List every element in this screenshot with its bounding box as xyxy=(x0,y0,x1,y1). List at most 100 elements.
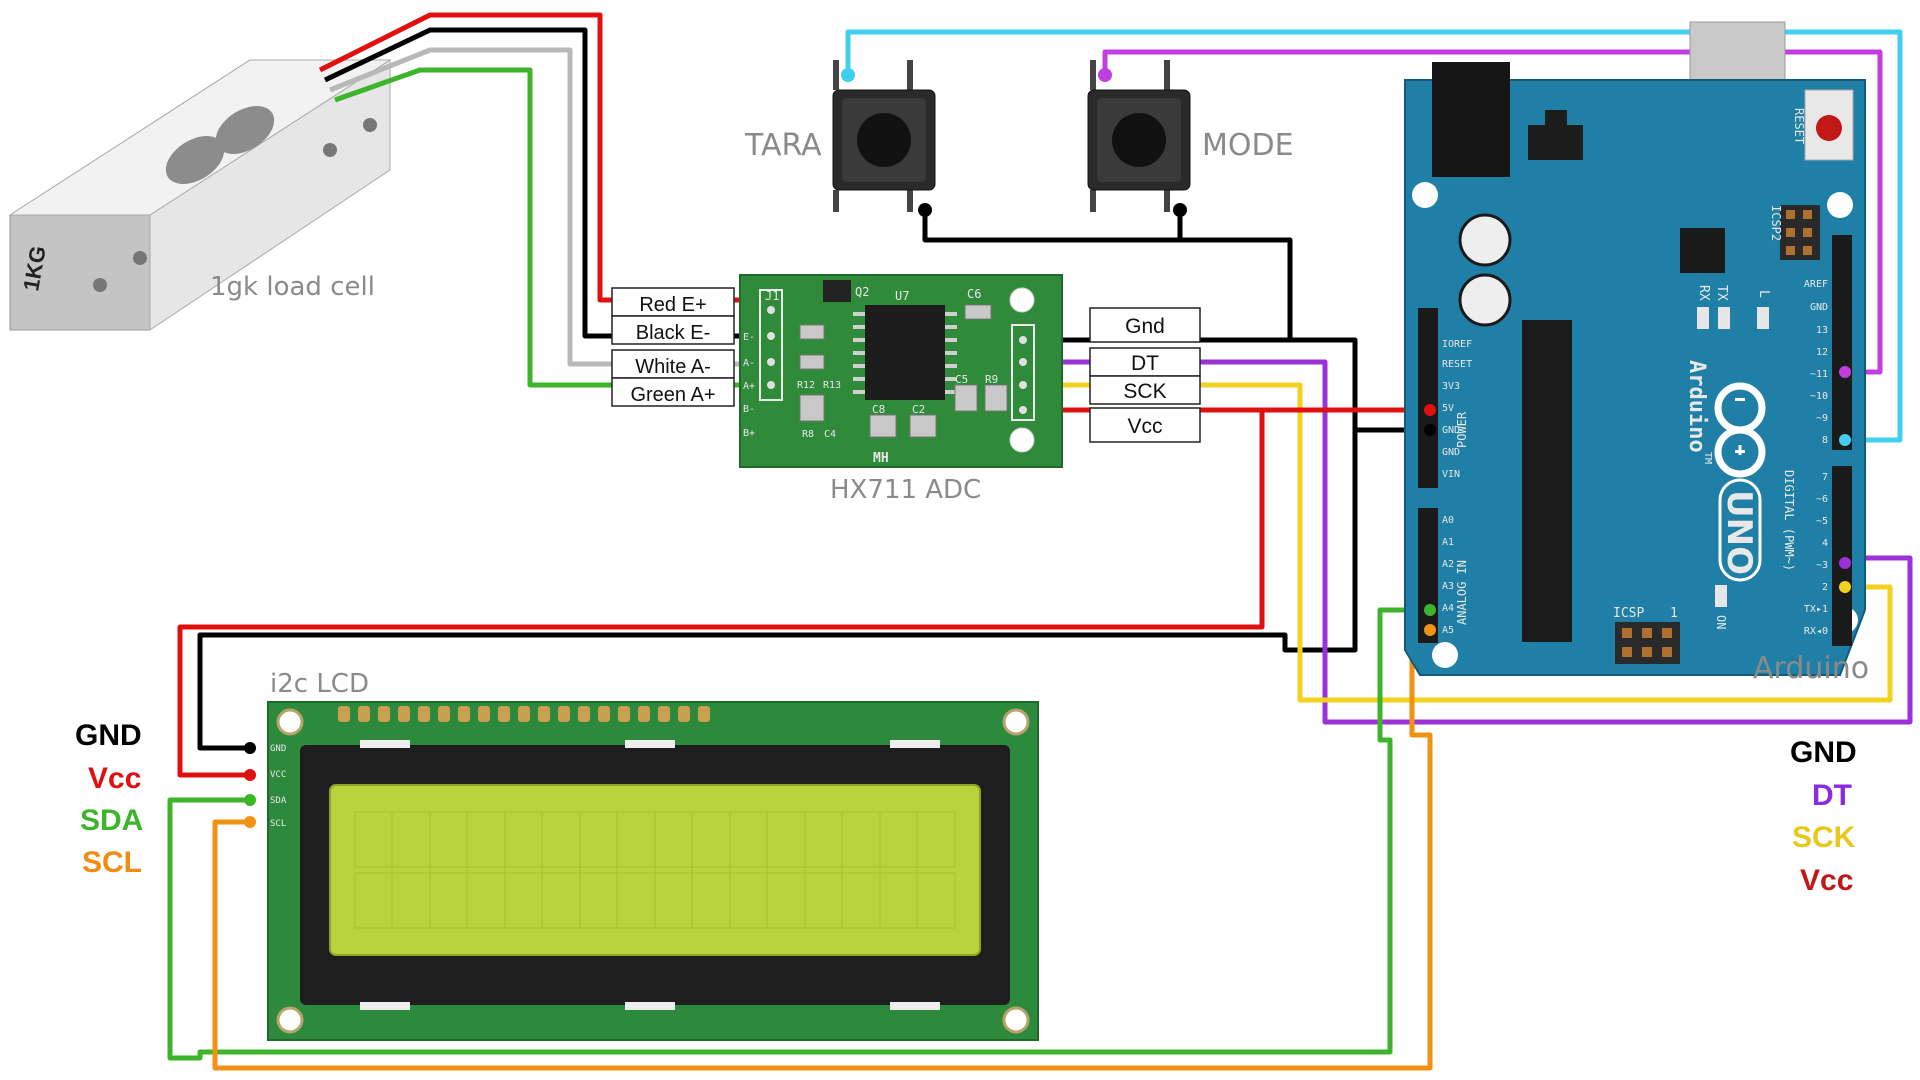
hx711-output-vcc: Vcc xyxy=(1127,415,1162,438)
hx711-silk-c8: C8 xyxy=(872,403,885,416)
pin-a1: A1 xyxy=(1442,537,1454,548)
pin-reset: RESET xyxy=(1442,359,1472,370)
hx711-output-labels: Gnd DT SCK Vcc xyxy=(1089,307,1201,443)
hx711-silk-j1: J1 xyxy=(765,289,779,303)
pin-gnd-d: GND xyxy=(1810,302,1828,313)
arduino-legend: GND DT SCK Vcc xyxy=(1790,736,1857,897)
hx711-silk-r9: R9 xyxy=(985,373,998,386)
arduino-board: RESET ICSP2 ICSP 1 TX RX L ON xyxy=(1404,21,1869,686)
arduino-logo xyxy=(1714,382,1766,478)
tara-label: TARA xyxy=(744,128,822,163)
pin-13: 13 xyxy=(1816,325,1828,336)
hx711-silk-c2: C2 xyxy=(912,403,925,416)
hx711-silk-u7: U7 xyxy=(895,289,909,303)
lcd-legend-gnd: GND xyxy=(75,719,142,752)
lcd-pin-vcc: VCC xyxy=(270,770,286,780)
lcd-pin-gnd: GND xyxy=(270,744,286,754)
hx711-board: J1 U7 Q2 C6 C5 R9 C8 C2 R12 R13 R8 C4 E-… xyxy=(739,274,1063,505)
load-cell: 1KG 1gk load cell xyxy=(8,59,392,331)
hx711-silk-r8: R8 xyxy=(802,429,814,440)
hx711-input-labels: Red E+ Black E- White A- Green A+ xyxy=(611,287,735,407)
hx711-silk-c6: C6 xyxy=(967,287,981,301)
arduino-icsp2-label: ICSP2 xyxy=(1769,205,1783,241)
hx711-silk-b-plus: B+ xyxy=(743,428,755,439)
hx711-input-black: Black E- xyxy=(636,322,710,344)
wires xyxy=(167,12,1913,1071)
hx711-input-white: White A- xyxy=(635,356,711,378)
lcd-legend-scl: SCL xyxy=(82,846,142,879)
pin-0: RX◂0 xyxy=(1804,626,1828,637)
arduino-analog-label: ANALOG IN xyxy=(1455,560,1469,625)
hx711-silk-a-minus: A- xyxy=(743,358,755,369)
lcd-label: i2c LCD xyxy=(270,669,369,699)
hx711-output-sck: SCK xyxy=(1123,380,1166,403)
lcd-legend-sda: SDA xyxy=(80,804,143,837)
lcd-module: GND VCC SDA SCL i2c LCD xyxy=(244,669,1039,1041)
wire-purple-dt xyxy=(1020,359,1913,725)
hx711-input-red: Red E+ xyxy=(639,294,706,316)
hx711-silk-r13: R13 xyxy=(823,380,841,391)
lcd-legend-vcc: Vcc xyxy=(88,762,141,795)
arduino-tx-label: TX xyxy=(1714,285,1729,301)
pin-5: ~5 xyxy=(1816,516,1828,527)
wire-red-vcc-lcd xyxy=(177,410,1265,778)
wire-black-gnd-lcd xyxy=(197,632,1040,751)
wire-green-signal xyxy=(334,67,770,388)
pin-a4: A4 xyxy=(1442,603,1454,614)
arduino-tm: TM xyxy=(1702,452,1713,464)
pin-12: 12 xyxy=(1816,347,1828,358)
arduino-icsp-num: 1 xyxy=(1670,606,1678,621)
pin-1: TX▸1 xyxy=(1804,604,1828,615)
hx711-silk-b-minus: B- xyxy=(743,404,755,415)
arduino-l-label: L xyxy=(1756,290,1771,298)
hx711-output-gnd: Gnd xyxy=(1125,315,1165,338)
mode-button[interactable] xyxy=(1087,60,1191,217)
pin-aref: AREF xyxy=(1804,279,1828,290)
lcd-pin-scl: SCL xyxy=(270,819,286,829)
hx711-silk-q2: Q2 xyxy=(855,285,869,299)
pin-a2: A2 xyxy=(1442,559,1454,570)
pin-5v: 5V xyxy=(1442,403,1454,414)
arduino-icsp-label: ICSP xyxy=(1613,606,1644,621)
pin-vin: VIN xyxy=(1442,469,1460,480)
arduino-uno-label: UNO xyxy=(1719,490,1759,575)
lcd-legend: GND Vcc SDA SCL xyxy=(75,719,143,879)
arduino-label: Arduino xyxy=(1753,651,1869,686)
arduino-digital-label: DIGITAL (PWM~) xyxy=(1782,470,1796,571)
pin-3v3: 3V3 xyxy=(1442,381,1460,392)
wire-cyan-tara xyxy=(845,29,1903,443)
arduino-legend-gnd: GND xyxy=(1790,736,1857,769)
lcd-header-pins xyxy=(338,706,710,722)
hx711-silk-c5: C5 xyxy=(955,373,968,386)
hx711-output-dt: DT xyxy=(1131,352,1159,375)
pin-9: ~9 xyxy=(1816,413,1828,424)
load-cell-label: 1gk load cell xyxy=(210,272,375,302)
wire-black-gnd xyxy=(1020,337,1358,653)
lcd-pin-sda: SDA xyxy=(270,796,287,806)
hx711-label: HX711 ADC xyxy=(830,475,981,505)
tara-button[interactable] xyxy=(832,60,936,217)
arduino-power-label: POWER xyxy=(1455,411,1469,448)
arduino-rx-label: RX xyxy=(1696,285,1711,301)
wire-black-buttons xyxy=(922,210,1293,340)
pin-gnd-1: GND xyxy=(1442,425,1460,436)
pin-4: 4 xyxy=(1822,538,1828,549)
lcd-character-grid xyxy=(354,811,956,929)
mode-label: MODE xyxy=(1202,128,1294,163)
pin-a5: A5 xyxy=(1442,625,1454,636)
arduino-legend-vcc: Vcc xyxy=(1800,864,1853,897)
pin-8: 8 xyxy=(1822,435,1828,446)
pin-a3: A3 xyxy=(1442,581,1454,592)
hx711-silk-a-plus: A+ xyxy=(743,381,755,392)
arduino-legend-sck: SCK xyxy=(1792,821,1856,854)
arduino-reset-label: RESET xyxy=(1792,108,1806,144)
arduino-legend-dt: DT xyxy=(1812,779,1852,812)
pin-gnd-2: GND xyxy=(1442,447,1460,458)
hx711-silk-c4: C4 xyxy=(824,429,836,440)
pin-a0: A0 xyxy=(1442,515,1454,526)
wire-yellow-sck xyxy=(1020,382,1893,703)
hx711-input-green: Green A+ xyxy=(630,384,715,406)
hx711-silk-e-minus: E- xyxy=(743,332,755,343)
pin-10: ~10 xyxy=(1810,391,1828,402)
